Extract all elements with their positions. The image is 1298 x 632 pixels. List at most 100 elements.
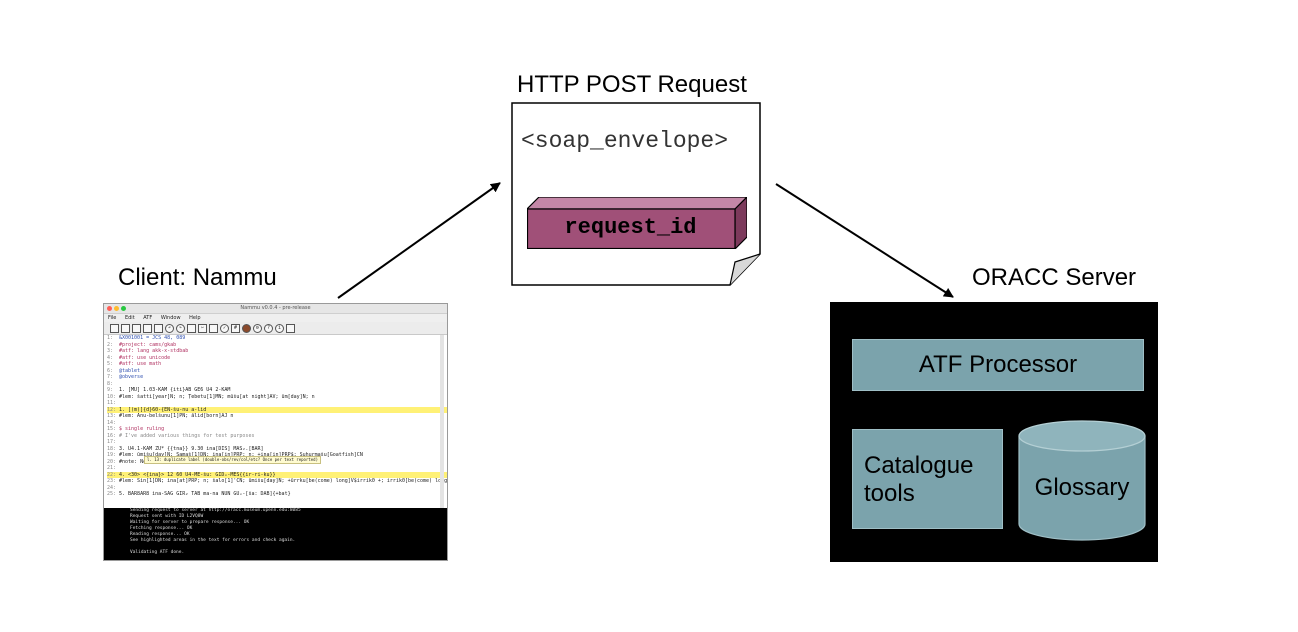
print-icon[interactable]	[154, 323, 163, 333]
editor-line: 9: 1. [MU] 1.03-KAM {iti}AB GE6 U4 2-KAM	[107, 387, 447, 394]
request-title: HTTP POST Request	[517, 71, 747, 98]
editor-line: 1: &X001001 = JCS 48, 089	[107, 335, 447, 342]
line-number: 6:	[107, 367, 114, 374]
line-number: 11:	[107, 400, 117, 406]
minimize-icon[interactable]	[114, 306, 119, 311]
cut-icon[interactable]: ✂	[198, 323, 207, 333]
line-number: 13:	[107, 413, 117, 419]
line-number: 18:	[107, 445, 117, 452]
zoom-icon[interactable]	[121, 306, 126, 311]
arrow-client-to-request	[337, 182, 501, 299]
editor-line: 22:4. <30> <{ina}> 12 60 U4-ME-šu: GIDₓ-…	[107, 471, 447, 478]
redo-icon[interactable]: ↷	[176, 323, 185, 333]
line-text: 1. [(m)]{d}60-{EN-šu-nu a-lid	[119, 406, 207, 413]
console-line: Validating ATF done.	[130, 550, 185, 555]
line-number: 16:	[107, 432, 117, 439]
console-line: Sending request to server at http://orac…	[130, 508, 301, 513]
console-line: Reading response... OK	[130, 532, 190, 537]
editor-line: 4:#atf: use unicode	[107, 355, 447, 362]
line-text: &X001001 = JCS 48, 089	[119, 335, 186, 341]
line-text: 5. BAR8AR8 ina-SAG GIR₂ TAB ma-na NUN GU…	[119, 491, 291, 497]
editor-line: 21:	[107, 465, 447, 472]
line-number: 5:	[107, 361, 114, 367]
undo-icon[interactable]: ↶	[165, 323, 174, 333]
console-line: Waiting for server to prepare response..…	[130, 520, 250, 525]
line-text: 1. [MU] 1.03-KAM {iti}AB GE6 U4 2-KAM	[119, 387, 231, 393]
editor-line: 16:# I've added various things for test …	[107, 433, 447, 440]
line-number: 22:	[107, 471, 117, 478]
editor-line: 17:	[107, 439, 447, 446]
settings-icon[interactable]: ⚙	[253, 323, 262, 333]
line-number: 3:	[107, 348, 114, 354]
info-icon[interactable]: i	[275, 323, 284, 333]
atf-processor-box	[852, 339, 1144, 391]
editor-line: 24:	[107, 485, 447, 492]
editor-line: 10:#lem: šatti[year]N; n; Ṭebetu[1]MN; m…	[107, 394, 447, 401]
editor-line: 2:#project: cams/gkab	[107, 342, 447, 349]
line-text: @tablet	[119, 367, 141, 374]
line-text: #lem: Anu-belšunu[1]PN; ālid[born]AJ n	[119, 413, 234, 419]
editor-line: 8:	[107, 381, 447, 388]
line-text: #lem: šatti[year]N; n; Ṭebetu[1]MN; mūšu…	[119, 393, 315, 400]
line-text: $ single ruling	[119, 426, 165, 432]
editor-line: 25:5. BAR8AR8 ina-SAG GIR₂ TAB ma-na NUN…	[107, 491, 447, 498]
line-number: 1:	[107, 335, 114, 341]
atf-processor-label: ATF Processor	[918, 351, 1078, 378]
editor-line: 12:1. [(m)]{d}60-{EN-šu-nu a-lid	[107, 406, 447, 413]
line-number: 2:	[107, 341, 114, 348]
menu-edit[interactable]: Edit	[124, 315, 135, 321]
line-text: #atf: lang akk-x-stdbab	[119, 348, 189, 354]
nammu-menubar: File Edit ATF Window Help	[104, 314, 447, 322]
line-number: 25:	[107, 491, 117, 497]
open-file-icon[interactable]	[121, 323, 130, 333]
line-text: @obverse	[119, 374, 144, 380]
line-number: 24:	[107, 484, 117, 491]
quit-icon[interactable]	[286, 323, 295, 333]
nammu-window-title: Nammu v0.0.4 - pre-release	[240, 305, 311, 311]
glossary-cylinder	[1018, 420, 1146, 541]
new-file-icon[interactable]	[110, 323, 119, 333]
save-icon[interactable]	[132, 323, 141, 333]
save-as-icon[interactable]	[143, 323, 152, 333]
line-text: 4. <30> <{ina}> 12 60 U4-ME-šu: GIDₓ-MEŠ…	[119, 471, 276, 478]
close-icon[interactable]	[107, 306, 112, 311]
arrow-request-to-server	[775, 183, 954, 298]
tablet-icon[interactable]	[242, 323, 251, 333]
menu-window[interactable]: Window	[160, 315, 181, 321]
line-number: 8:	[107, 380, 114, 387]
console-line: See highlighted areas in the text for er…	[130, 538, 296, 543]
lemmatise-icon[interactable]: #	[231, 323, 240, 333]
editor-line: 7: @obverse	[107, 374, 447, 381]
menu-help[interactable]: Help	[189, 315, 201, 321]
line-number: 10:	[107, 393, 117, 400]
line-text: #lem: ūmišu[day]N; Šamaš[1]DN; ina[in]PR…	[119, 452, 363, 458]
copy-icon[interactable]	[187, 323, 196, 333]
request-id-label: request_id	[564, 215, 697, 240]
line-number: 23:	[107, 478, 117, 484]
editor-line: 5:#atf: use math	[107, 361, 447, 368]
editor-line: 11:	[107, 400, 447, 407]
line-text: # I've added various things for test pur…	[119, 432, 255, 439]
line-number: 7:	[107, 374, 114, 380]
nammu-window: Nammu v0.0.4 - pre-release File Edit ATF…	[103, 303, 448, 561]
nammu-toolbar: ↶ ↷ ✂ ✓ # ⚙ ? i	[104, 322, 447, 335]
console-line: Fetching response... OK	[130, 526, 193, 531]
help-icon[interactable]: ?	[264, 323, 273, 333]
menu-atf[interactable]: ATF	[143, 315, 153, 321]
line-text: 3. U4.1-KAM ZU* {{tna}} 9.30 ina[DIŠ] MA…	[119, 445, 264, 452]
server-title: ORACC Server	[972, 264, 1137, 291]
validate-icon[interactable]: ✓	[220, 323, 229, 333]
editor-line: 3: #atf: lang akk-x-stdbab	[107, 348, 447, 355]
editor-line: 15:$ single ruling	[107, 426, 447, 433]
menu-file[interactable]: File	[108, 315, 117, 321]
line-number: 17:	[107, 439, 117, 445]
editor-line: 19:#lem: ūmišu[day]N; Šamaš[1]DN; ina[in…	[107, 452, 447, 459]
catalogue-tools-label: Catalogue tools	[864, 452, 974, 507]
editor-scrollbar[interactable]	[440, 335, 444, 525]
editor-line: 6: @tablet	[107, 368, 447, 375]
line-number: 9:	[107, 387, 114, 393]
catalogue-tools-box	[852, 429, 1003, 529]
paste-icon[interactable]	[209, 323, 218, 333]
